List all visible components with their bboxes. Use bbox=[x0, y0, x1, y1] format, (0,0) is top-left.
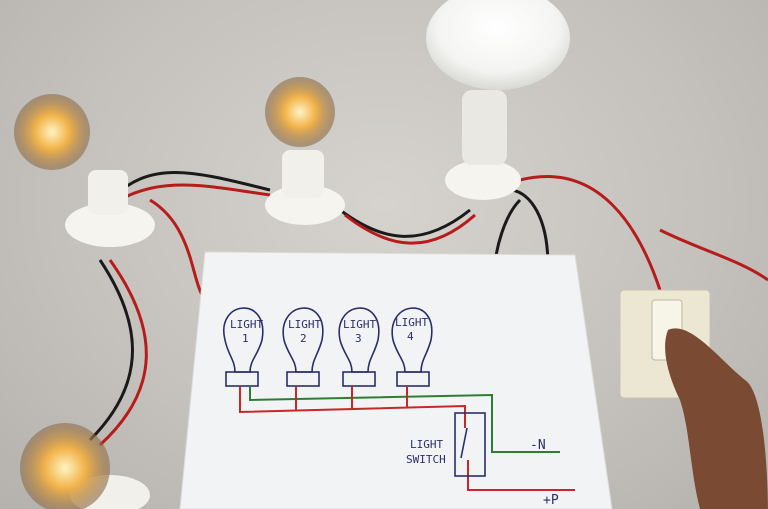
led-bulb-holder bbox=[426, 0, 570, 200]
diagram-switch-label-line1: LIGHT bbox=[410, 438, 443, 451]
hand-pressing-switch bbox=[665, 328, 768, 509]
diagram-light-1-number: 1 bbox=[242, 332, 249, 345]
bulb-holder-4 bbox=[20, 423, 150, 509]
glowing-bulb-4 bbox=[20, 423, 110, 509]
diagram-switch-box bbox=[454, 412, 486, 477]
diagram-switch-label-line2: SWITCH bbox=[406, 453, 446, 466]
diagram-wires bbox=[239, 386, 575, 491]
diagram-light-4-number: 4 bbox=[407, 330, 414, 343]
bulb-holder-2 bbox=[265, 77, 345, 225]
glowing-bulb-1 bbox=[14, 94, 90, 170]
diagram-light-3-number: 3 bbox=[355, 332, 362, 345]
diagram-neutral-label: -N bbox=[530, 438, 546, 453]
led-bulb bbox=[426, 0, 570, 90]
diagram-phase-label: +P bbox=[543, 493, 559, 508]
diagram-light-2-label: LIGHT bbox=[288, 318, 321, 331]
drawn-bulbs bbox=[222, 307, 433, 387]
glowing-bulb-2 bbox=[265, 77, 335, 147]
diagram-switch-lever bbox=[460, 427, 468, 459]
diagram-light-2-number: 2 bbox=[300, 332, 307, 345]
bulb-holder-1 bbox=[14, 94, 155, 247]
paper-sheet bbox=[179, 251, 613, 509]
diagram-light-1-label: LIGHT bbox=[230, 318, 263, 331]
diagram-light-3-label: LIGHT bbox=[343, 318, 376, 331]
diagram-light-4-label: LIGHT bbox=[395, 316, 428, 329]
